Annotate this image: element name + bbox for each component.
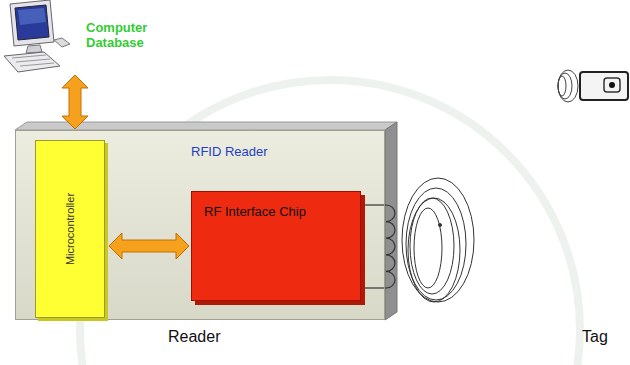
computer-database: Computer Database bbox=[0, 0, 170, 74]
antenna-wires bbox=[364, 205, 395, 288]
reader-side bbox=[385, 122, 397, 320]
data-link-arrow bbox=[62, 75, 88, 129]
rfid-tag bbox=[558, 70, 628, 102]
tag-caption: Tag bbox=[582, 328, 608, 346]
node-label: RF Interface Chip bbox=[204, 204, 306, 219]
computer-icon bbox=[0, 0, 80, 74]
rfid-reader-box: RFID ReaderMicrocontroller RF Interface C… bbox=[15, 130, 385, 320]
rf-chip-box: RF Interface Chip bbox=[191, 191, 361, 301]
node-label: Computer Database bbox=[86, 20, 166, 50]
microcontroller-box: Microcontroller bbox=[35, 140, 105, 318]
node-label: RFID Reader bbox=[191, 144, 268, 159]
reader-caption: Reader bbox=[168, 328, 220, 346]
rf-field-rings bbox=[402, 178, 474, 302]
reader-fill bbox=[15, 130, 385, 320]
node-label: Microcontroller bbox=[64, 193, 76, 265]
data-link-arrow bbox=[109, 233, 189, 259]
